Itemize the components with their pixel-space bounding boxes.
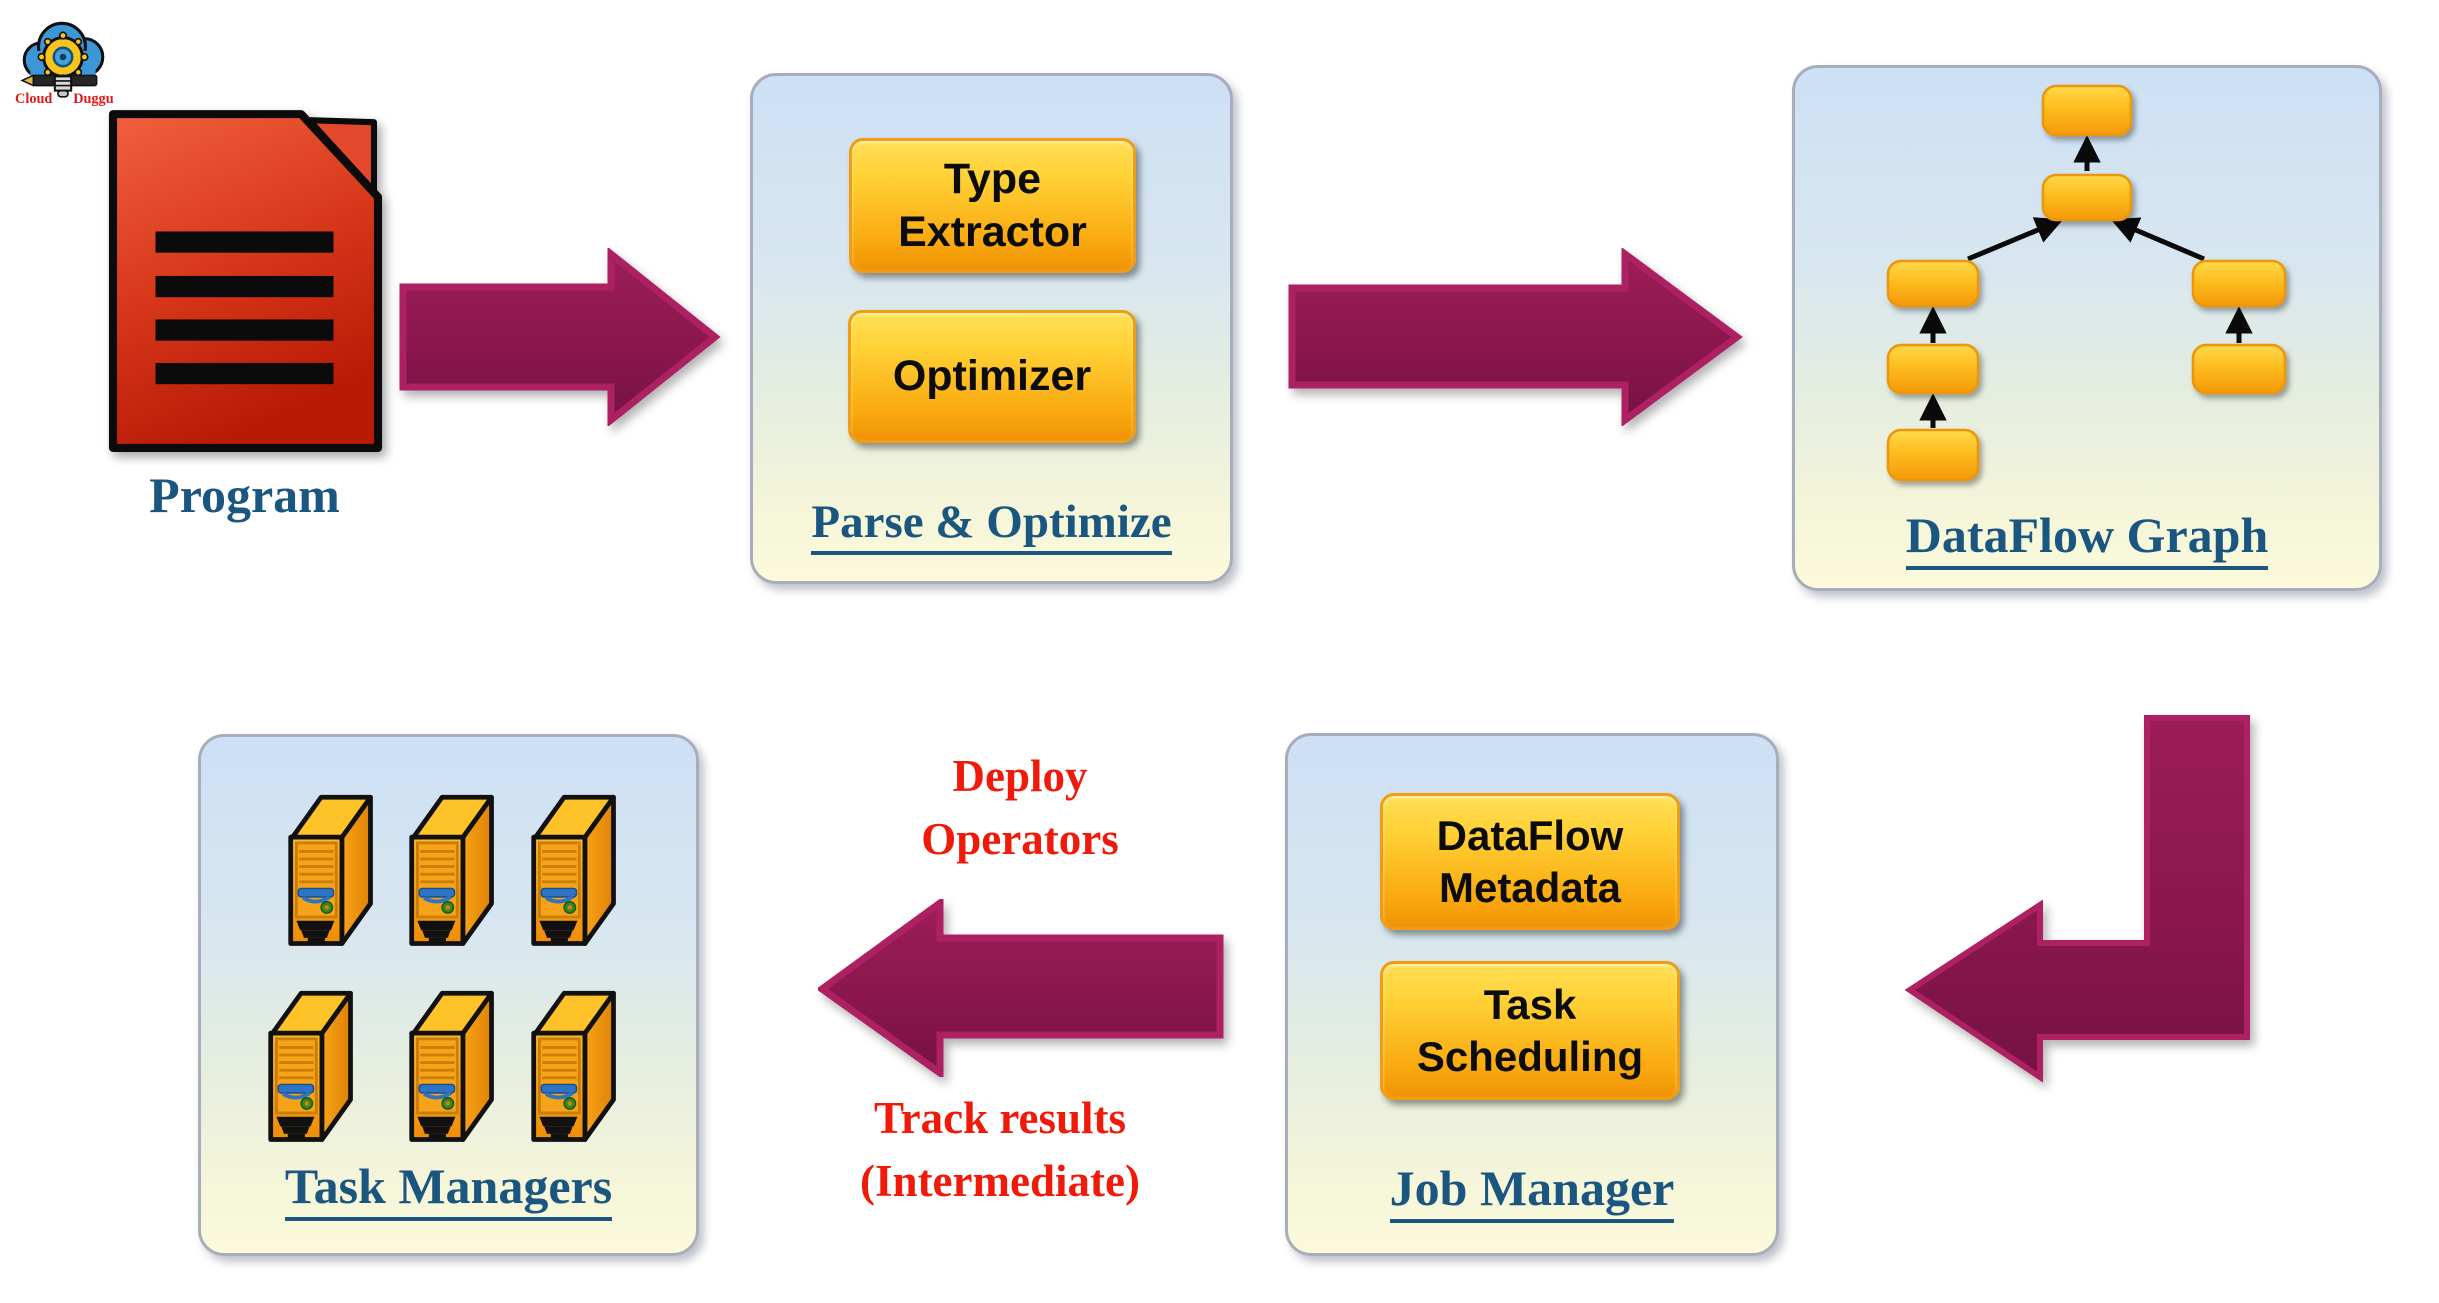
dataflow-graph-tree [1886, 84, 2287, 482]
optimizer-label: Optimizer [892, 352, 1092, 401]
server-tower-icon [265, 983, 360, 1146]
task-managers-caption: Task Managers [201, 1157, 696, 1221]
server-tower-icon [406, 787, 501, 950]
job-manager-caption: Job Manager [1288, 1159, 1776, 1223]
arrow-dataflow-to-jobmanager-icon [1905, 715, 2250, 1083]
graph-node-left-2 [1886, 343, 1980, 395]
graph-node-root [2041, 84, 2133, 137]
server-tower-icon [528, 983, 623, 1146]
track-note-line2: (Intermediate) [860, 1156, 1140, 1206]
graph-node-right-1 [2191, 259, 2287, 308]
brand-text-duggu: Duggu [73, 91, 114, 107]
dataflow-graph-caption: DataFlow Graph [1795, 506, 2379, 570]
parse-optimize-panel: Type Extractor Optimizer Parse & Optimiz… [750, 73, 1233, 584]
parse-optimize-caption: Parse & Optimize [753, 495, 1230, 555]
track-results-note: Track results (Intermediate) [790, 1087, 1210, 1213]
program-label: Program [149, 467, 340, 523]
job-manager-panel: DataFlow Metadata Task Scheduling Job Ma… [1285, 733, 1779, 1256]
type-extractor-label: Type Extractor [898, 155, 1087, 256]
arrow-parse-to-dataflow-icon [1288, 248, 1743, 426]
type-extractor-button: Type Extractor [849, 138, 1136, 273]
brand-text-cloud: Cloud [15, 91, 52, 107]
optimizer-button: Optimizer [848, 310, 1136, 443]
deploy-operators-note: Deploy Operators [840, 745, 1200, 871]
graph-node-join [2041, 173, 2133, 222]
task-managers-panel: Task Managers [198, 734, 699, 1256]
task-scheduling-button: Task Scheduling [1380, 961, 1680, 1100]
graph-node-right-2 [2191, 343, 2287, 395]
arrow-jobmanager-to-taskmanagers-icon [818, 899, 1224, 1077]
track-note-line1: Track results [873, 1093, 1127, 1143]
lightbulb-gear-icon [37, 31, 89, 98]
server-tower-icon [528, 787, 623, 950]
dataflow-graph-panel: DataFlow Graph [1792, 65, 2382, 591]
deploy-note-line2: Operators [921, 814, 1119, 864]
graph-nodes [1886, 84, 2287, 482]
dataflow-metadata-button: DataFlow Metadata [1380, 793, 1680, 930]
server-tower-icon [406, 983, 501, 1146]
cloudduggu-logo-icon: Cloud Duggu [15, 21, 114, 107]
document-text-lines [155, 231, 334, 385]
deploy-note-line1: Deploy [952, 751, 1088, 801]
arrow-program-to-parse-icon [399, 248, 721, 426]
server-tower-icon [285, 787, 380, 950]
graph-edges [1919, 135, 2253, 428]
graph-node-left-3 [1886, 428, 1980, 482]
dataflow-metadata-label: DataFlow Metadata [1436, 812, 1624, 911]
graph-node-left-1 [1886, 259, 1980, 308]
program-document-icon [108, 110, 383, 452]
task-scheduling-label: Task Scheduling [1416, 981, 1644, 1080]
